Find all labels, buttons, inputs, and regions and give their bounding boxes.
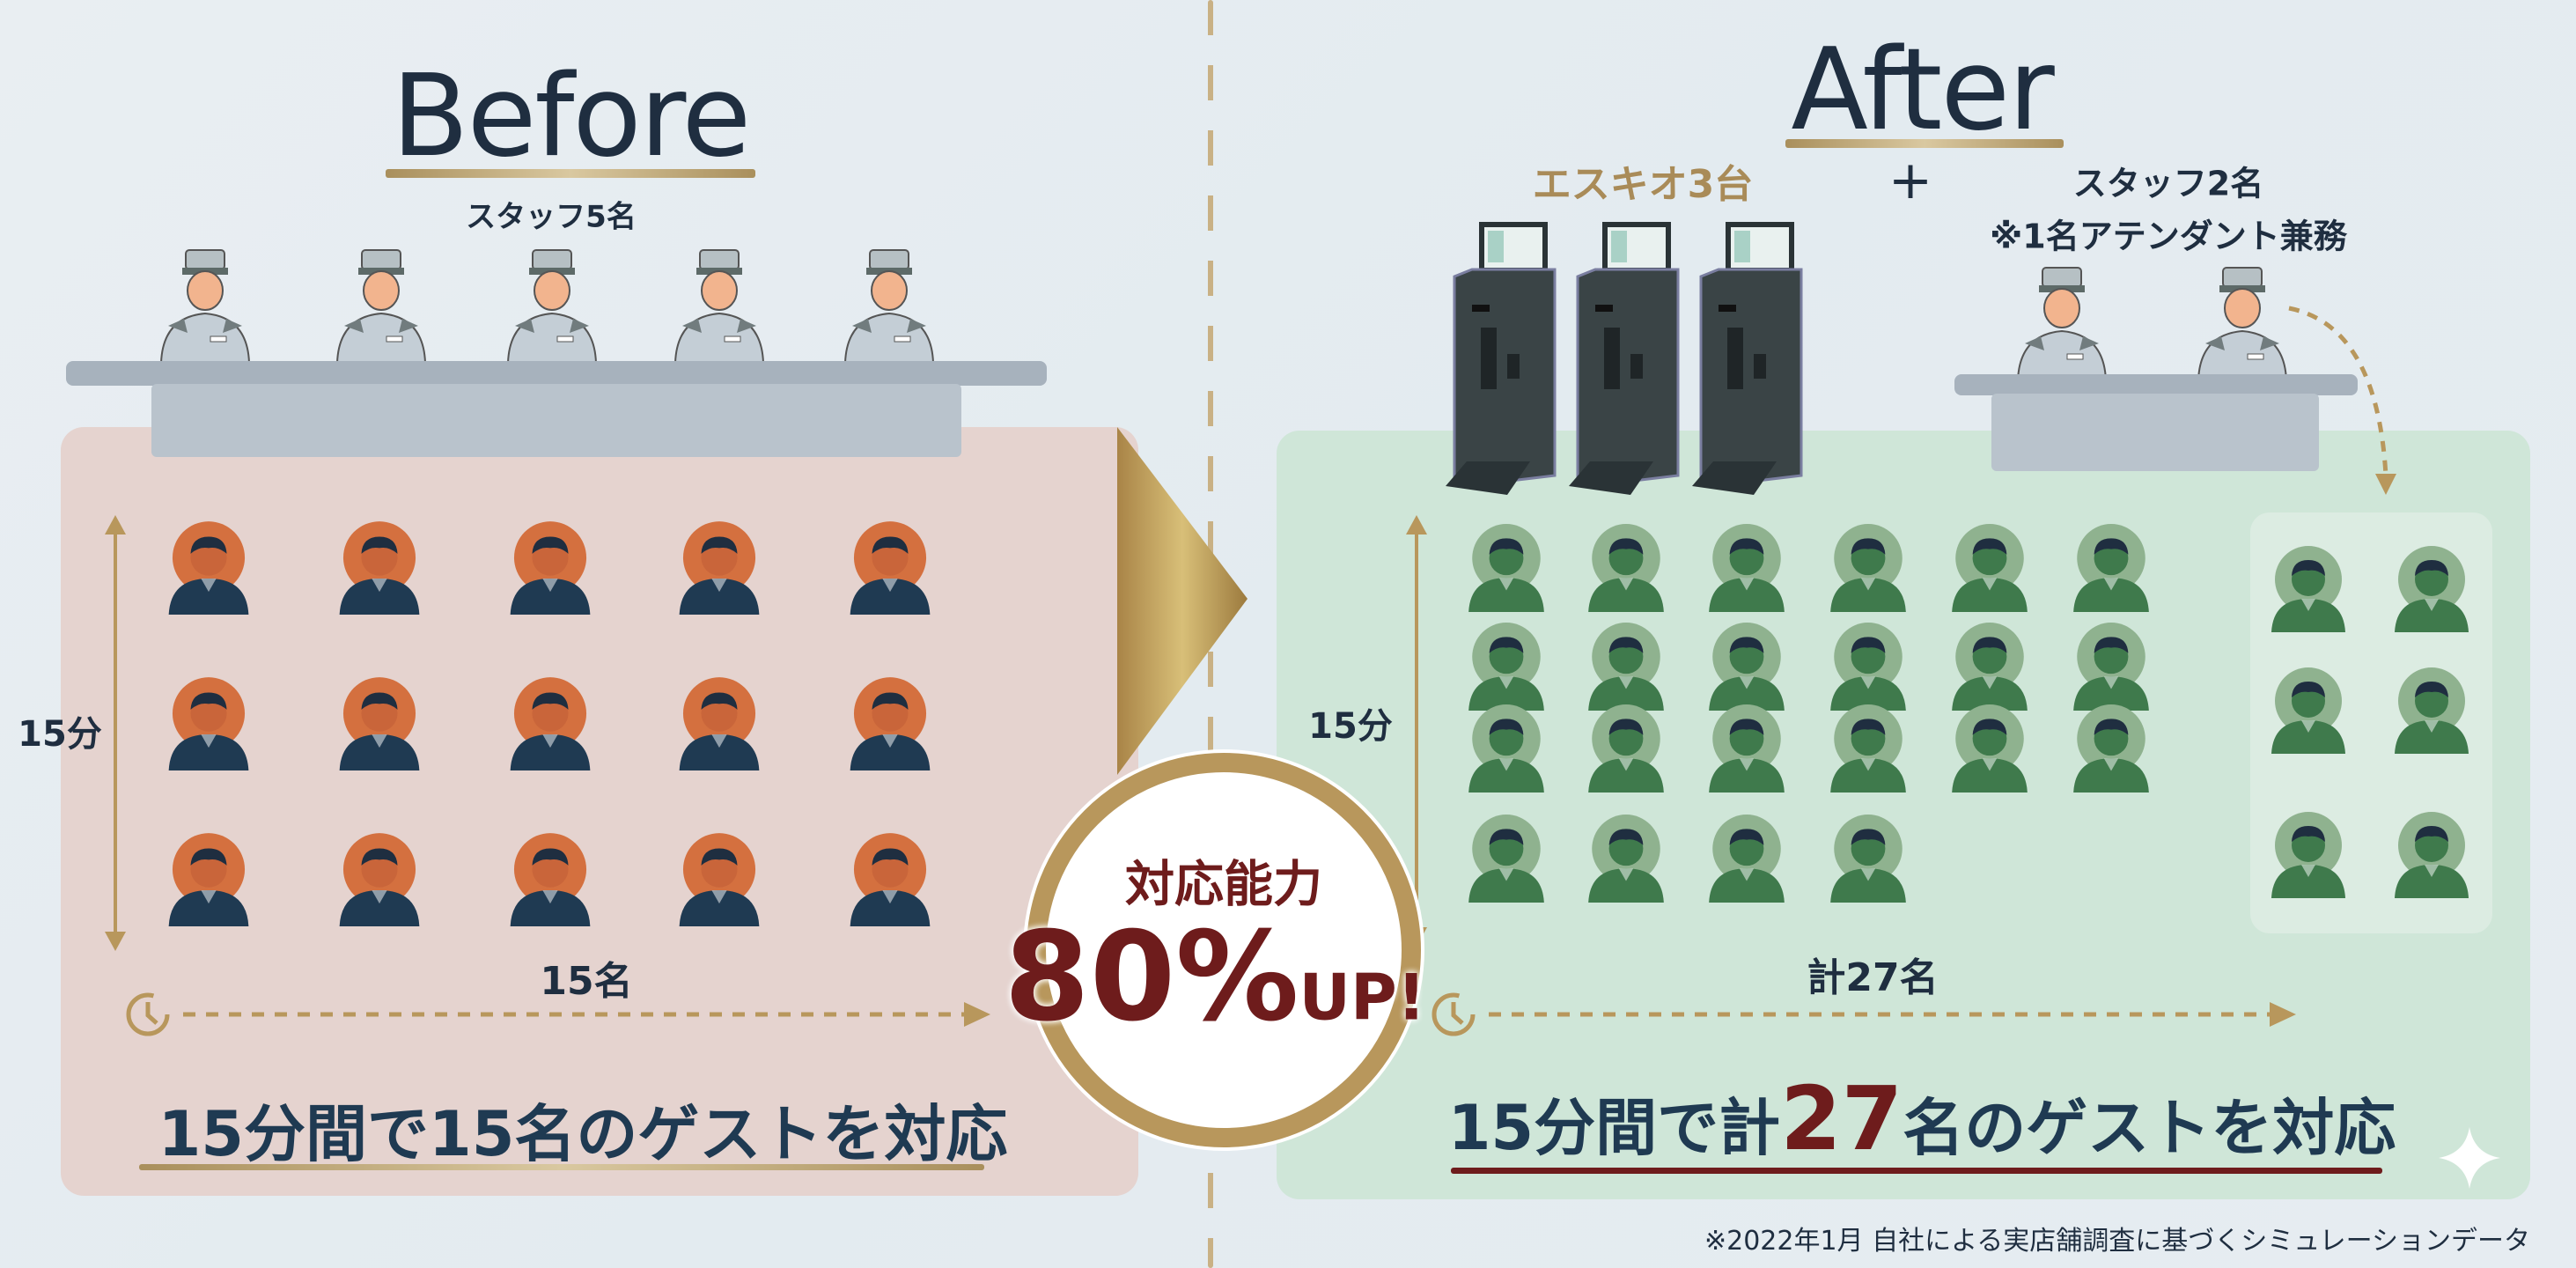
guest-icon bbox=[1461, 813, 1551, 903]
before-counter bbox=[151, 384, 961, 457]
attendant-dashed-arrow bbox=[2288, 306, 2396, 495]
before-summary-underline bbox=[139, 1164, 984, 1170]
staff-figure bbox=[836, 248, 942, 363]
staff-figure bbox=[328, 248, 434, 363]
after-title: After bbox=[1791, 25, 2054, 156]
after-summary-underline bbox=[1451, 1168, 2382, 1174]
guest-icon bbox=[503, 675, 598, 770]
after-summary-pre: 15分間で計 bbox=[1447, 1092, 1781, 1164]
guest-icon bbox=[843, 831, 938, 926]
kiosk-terminal bbox=[1692, 222, 1807, 495]
guest-icon bbox=[1945, 621, 2035, 711]
guest-icon bbox=[1702, 621, 1792, 711]
guest-icon bbox=[843, 520, 938, 615]
guest-icon bbox=[1461, 621, 1551, 711]
badge-value-wrap: 80%UP! bbox=[1004, 906, 1425, 1050]
clock-icon bbox=[1432, 992, 1476, 1036]
before-title-underline bbox=[386, 169, 755, 178]
staff-figure bbox=[499, 248, 605, 363]
guest-icon bbox=[1702, 522, 1792, 612]
guest-icon bbox=[1823, 522, 1913, 612]
before-clock-arrow bbox=[126, 992, 990, 1036]
guest-icon bbox=[2066, 703, 2156, 792]
after-summary-number: 27 bbox=[1780, 1067, 1903, 1170]
before-title: Before bbox=[391, 51, 751, 182]
guest-icon bbox=[1823, 703, 1913, 792]
guest-icon bbox=[1581, 813, 1671, 903]
staff-figure bbox=[2009, 266, 2115, 380]
before-count-label: 15名 bbox=[540, 959, 633, 1004]
guest-icon bbox=[1702, 703, 1792, 792]
attendant-guest-icon bbox=[2388, 544, 2476, 632]
guest-icon bbox=[161, 831, 256, 926]
guest-icon bbox=[2066, 522, 2156, 612]
guest-icon bbox=[332, 831, 427, 926]
guest-icon bbox=[161, 520, 256, 615]
guest-icon bbox=[1581, 522, 1671, 612]
guest-icon bbox=[332, 520, 427, 615]
staff-figure bbox=[666, 248, 772, 363]
before-summary: 15分間で15名のゲストを対応 bbox=[158, 1098, 1008, 1170]
clock-icon bbox=[126, 992, 170, 1036]
after-counter bbox=[1991, 394, 2319, 471]
before-staff-label: スタッフ5名 bbox=[466, 199, 637, 235]
attendant-guest-icon bbox=[2388, 810, 2476, 898]
after-counter-top bbox=[1954, 374, 2358, 395]
badge-suffix: UP! bbox=[1299, 960, 1426, 1035]
guest-icon bbox=[503, 831, 598, 926]
guest-icon bbox=[672, 675, 767, 770]
after-count-label: 計27名 bbox=[1807, 955, 1939, 1000]
badge-label: 対応能力 bbox=[1125, 856, 1322, 914]
guest-icon bbox=[332, 675, 427, 770]
guest-icon bbox=[2066, 621, 2156, 711]
staff-figure bbox=[152, 248, 258, 363]
guest-icon bbox=[1823, 621, 1913, 711]
guest-icon bbox=[843, 675, 938, 770]
after-summary-post: 名のゲストを対応 bbox=[1903, 1092, 2396, 1164]
before-time-arrow bbox=[105, 515, 126, 951]
guest-icon bbox=[1581, 621, 1671, 711]
before-time-label: 15分 bbox=[18, 714, 102, 755]
guest-icon bbox=[1823, 813, 1913, 903]
after-clock-arrow bbox=[1432, 992, 2296, 1036]
kiosk-label: エスキオ3台 bbox=[1532, 162, 1754, 207]
guest-icon bbox=[1581, 703, 1671, 792]
attendant-guest-icon bbox=[2264, 666, 2352, 754]
guest-icon bbox=[1945, 522, 2035, 612]
kiosk-terminal bbox=[1569, 222, 1683, 495]
guest-icon bbox=[1945, 703, 2035, 792]
after-staff-note: ※1名アテンダント兼務 bbox=[1990, 217, 2347, 256]
guest-icon bbox=[161, 675, 256, 770]
guest-icon bbox=[1461, 522, 1551, 612]
guest-icon bbox=[672, 831, 767, 926]
badge-value: 80% bbox=[1004, 905, 1299, 1050]
guest-icon bbox=[1461, 703, 1551, 792]
guest-icon bbox=[672, 520, 767, 615]
plus-sign: + bbox=[1888, 150, 1933, 211]
guest-icon bbox=[1702, 813, 1792, 903]
before-counter-top bbox=[66, 361, 1047, 386]
after-summary: 15分間で計27名のゲストを対応 bbox=[1448, 1067, 2396, 1170]
attendant-guest-icon bbox=[2388, 666, 2476, 754]
kiosk-terminal bbox=[1446, 222, 1560, 495]
attendant-guest-icon bbox=[2264, 544, 2352, 632]
staff-figure bbox=[2190, 266, 2295, 380]
footnote: ※2022年1月 自社による実店舗調査に基づくシミュレーションデータ bbox=[1704, 1226, 2530, 1257]
after-staff-label: スタッフ2名 bbox=[2072, 164, 2264, 203]
transition-arrow bbox=[1117, 427, 1248, 775]
guest-icon bbox=[503, 520, 598, 615]
after-time-label: 15分 bbox=[1308, 706, 1393, 747]
sparkle-icon bbox=[2439, 1127, 2500, 1189]
after-title-underline bbox=[1785, 139, 2064, 148]
attendant-guest-icon bbox=[2264, 810, 2352, 898]
